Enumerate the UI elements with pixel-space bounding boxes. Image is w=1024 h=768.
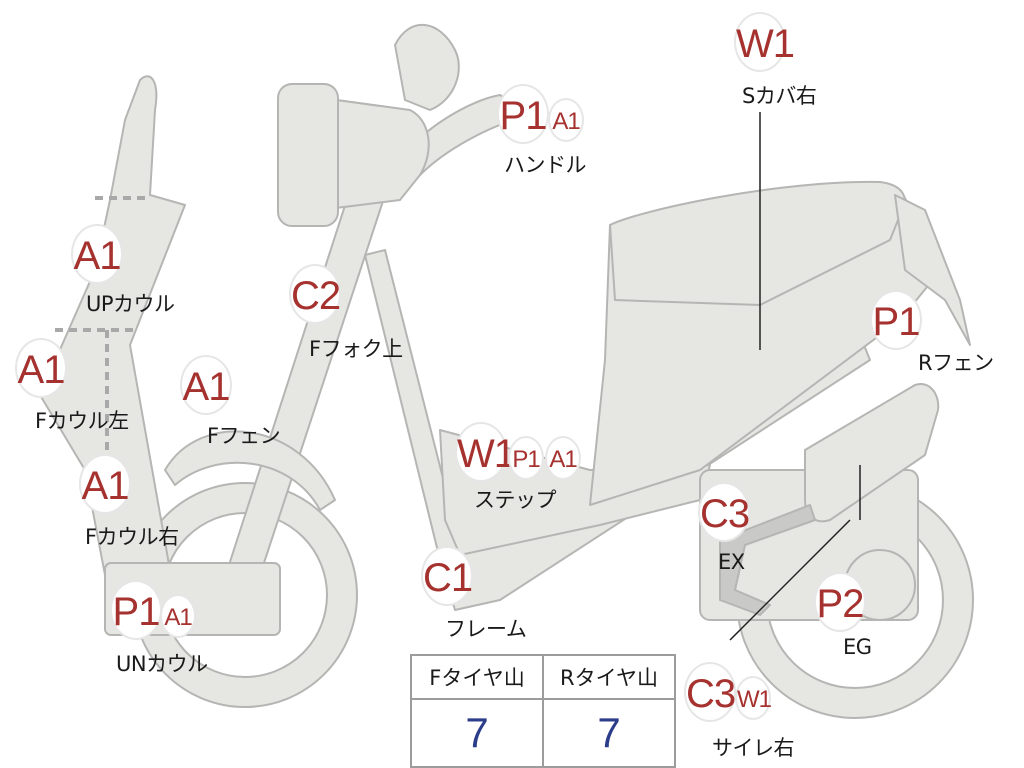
code-badge: W1 (455, 422, 516, 482)
code-badge: P1 (110, 580, 162, 640)
mirror (394, 24, 460, 111)
tire-tread-table: Fタイヤ山 Rタイヤ山 7 7 (410, 654, 676, 768)
part-label: EG (843, 635, 872, 659)
code-badge: W1 (734, 12, 795, 72)
table-value-row: 7 7 (410, 698, 676, 768)
front-tire-value: 7 (410, 698, 544, 768)
part-label: ステップ (474, 488, 557, 512)
code-badge: C3 (698, 482, 750, 542)
code-badge: A1 (548, 98, 584, 142)
code-badge: A1 (180, 355, 232, 415)
part-label: フレーム (445, 617, 527, 641)
table-header-row: Fタイヤ山 Rタイヤ山 (410, 654, 676, 700)
code-badge: P2 (814, 572, 866, 632)
code-badge: C1 (421, 546, 473, 606)
leader-silencer (729, 519, 851, 641)
code-badge: P1 (497, 84, 549, 144)
part-label: Fカウル左 (35, 409, 129, 433)
code-badge: A1 (160, 594, 196, 638)
code-badge: A1 (545, 436, 581, 480)
rear-tire-value: 7 (542, 698, 676, 768)
front-cowl (39, 75, 186, 576)
front-tire-header: Fタイヤ山 (410, 654, 544, 700)
code-badge: P1 (870, 290, 922, 350)
code-badge: W1 (735, 676, 772, 720)
rear-fender (894, 194, 971, 346)
part-label: Fフェン (207, 424, 281, 448)
headlight (277, 83, 339, 227)
part-label: Sカバ右 (742, 84, 817, 108)
code-badge: P1 (508, 436, 544, 480)
part-label: Rフェン (918, 351, 994, 375)
code-badge: C2 (289, 264, 341, 324)
part-label: ハンドル (504, 153, 587, 177)
part-label: UPカウル (86, 292, 175, 316)
code-badge: A1 (79, 454, 131, 514)
part-label: Fカウル右 (85, 525, 179, 549)
rear-tire-header: Rタイヤ山 (542, 654, 676, 700)
part-label: UNカウル (116, 652, 208, 676)
code-badge: A1 (15, 338, 67, 398)
part-label: Fフォク上 (309, 337, 403, 361)
front-fender (164, 430, 336, 511)
part-label: サイレ右 (712, 736, 795, 760)
part-label: EX (718, 550, 745, 574)
code-badge: C3 (684, 662, 736, 722)
code-badge: A1 (71, 224, 123, 284)
